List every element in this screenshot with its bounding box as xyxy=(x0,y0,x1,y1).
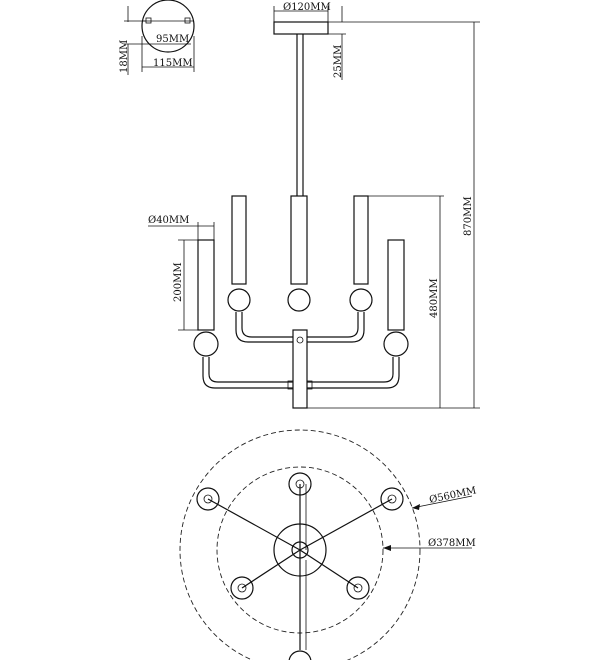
dim-top-detail-outer: 115MM xyxy=(153,58,193,69)
dim-tube-diameter: Ø40MM xyxy=(148,215,189,226)
lamp-tube xyxy=(290,195,308,285)
upper-tier-lamps xyxy=(227,195,373,344)
dim-tube-length: 200MM xyxy=(173,262,184,302)
dim-canopy-height: 25MM xyxy=(333,45,344,78)
screw-hole-left xyxy=(145,17,152,24)
hub xyxy=(273,523,327,577)
canopy-plate xyxy=(273,21,329,35)
lamp-globe xyxy=(227,288,251,312)
lamp-globe xyxy=(349,288,373,312)
dim-outer-diameter: Ø560MM xyxy=(428,485,477,506)
lamp-globe xyxy=(383,331,409,357)
lamp-tube xyxy=(197,239,215,331)
plan-lamp xyxy=(196,487,220,511)
outer-diameter-circle xyxy=(179,429,421,660)
lamp-tube xyxy=(353,195,369,285)
canopy-detail-view: 18MM 95MM 115MM xyxy=(119,0,195,75)
lamp-tube xyxy=(387,239,405,331)
side-dimensions: Ø40MM 200MM 480MM 870MM xyxy=(148,22,480,409)
lamp-globe xyxy=(287,288,311,312)
plan-lamp xyxy=(380,487,404,511)
canopy: Ø120MM 25MM xyxy=(273,2,480,80)
dim-top-detail-height: 18MM xyxy=(119,40,130,73)
downrod xyxy=(292,34,308,409)
dim-inner-diameter: Ø378MM xyxy=(428,538,476,549)
plan-lamp xyxy=(230,576,254,600)
canopy-detail-circle xyxy=(141,0,195,53)
screw-hole-right xyxy=(184,17,191,24)
lamp-globe xyxy=(193,331,219,357)
plan-lamp xyxy=(346,576,370,600)
dim-canopy-diameter: Ø120MM xyxy=(283,2,331,13)
plan-lamp xyxy=(288,650,312,660)
dim-top-detail-inner: 95MM xyxy=(156,34,189,45)
plan-lamp xyxy=(288,472,312,496)
plan-view: Ø560MM Ø378MM xyxy=(179,429,477,660)
dim-body-height: 480MM xyxy=(429,278,440,318)
lower-tier-lamps xyxy=(193,239,409,390)
lamp-tube xyxy=(231,195,247,285)
dim-total-height: 870MM xyxy=(463,196,474,236)
